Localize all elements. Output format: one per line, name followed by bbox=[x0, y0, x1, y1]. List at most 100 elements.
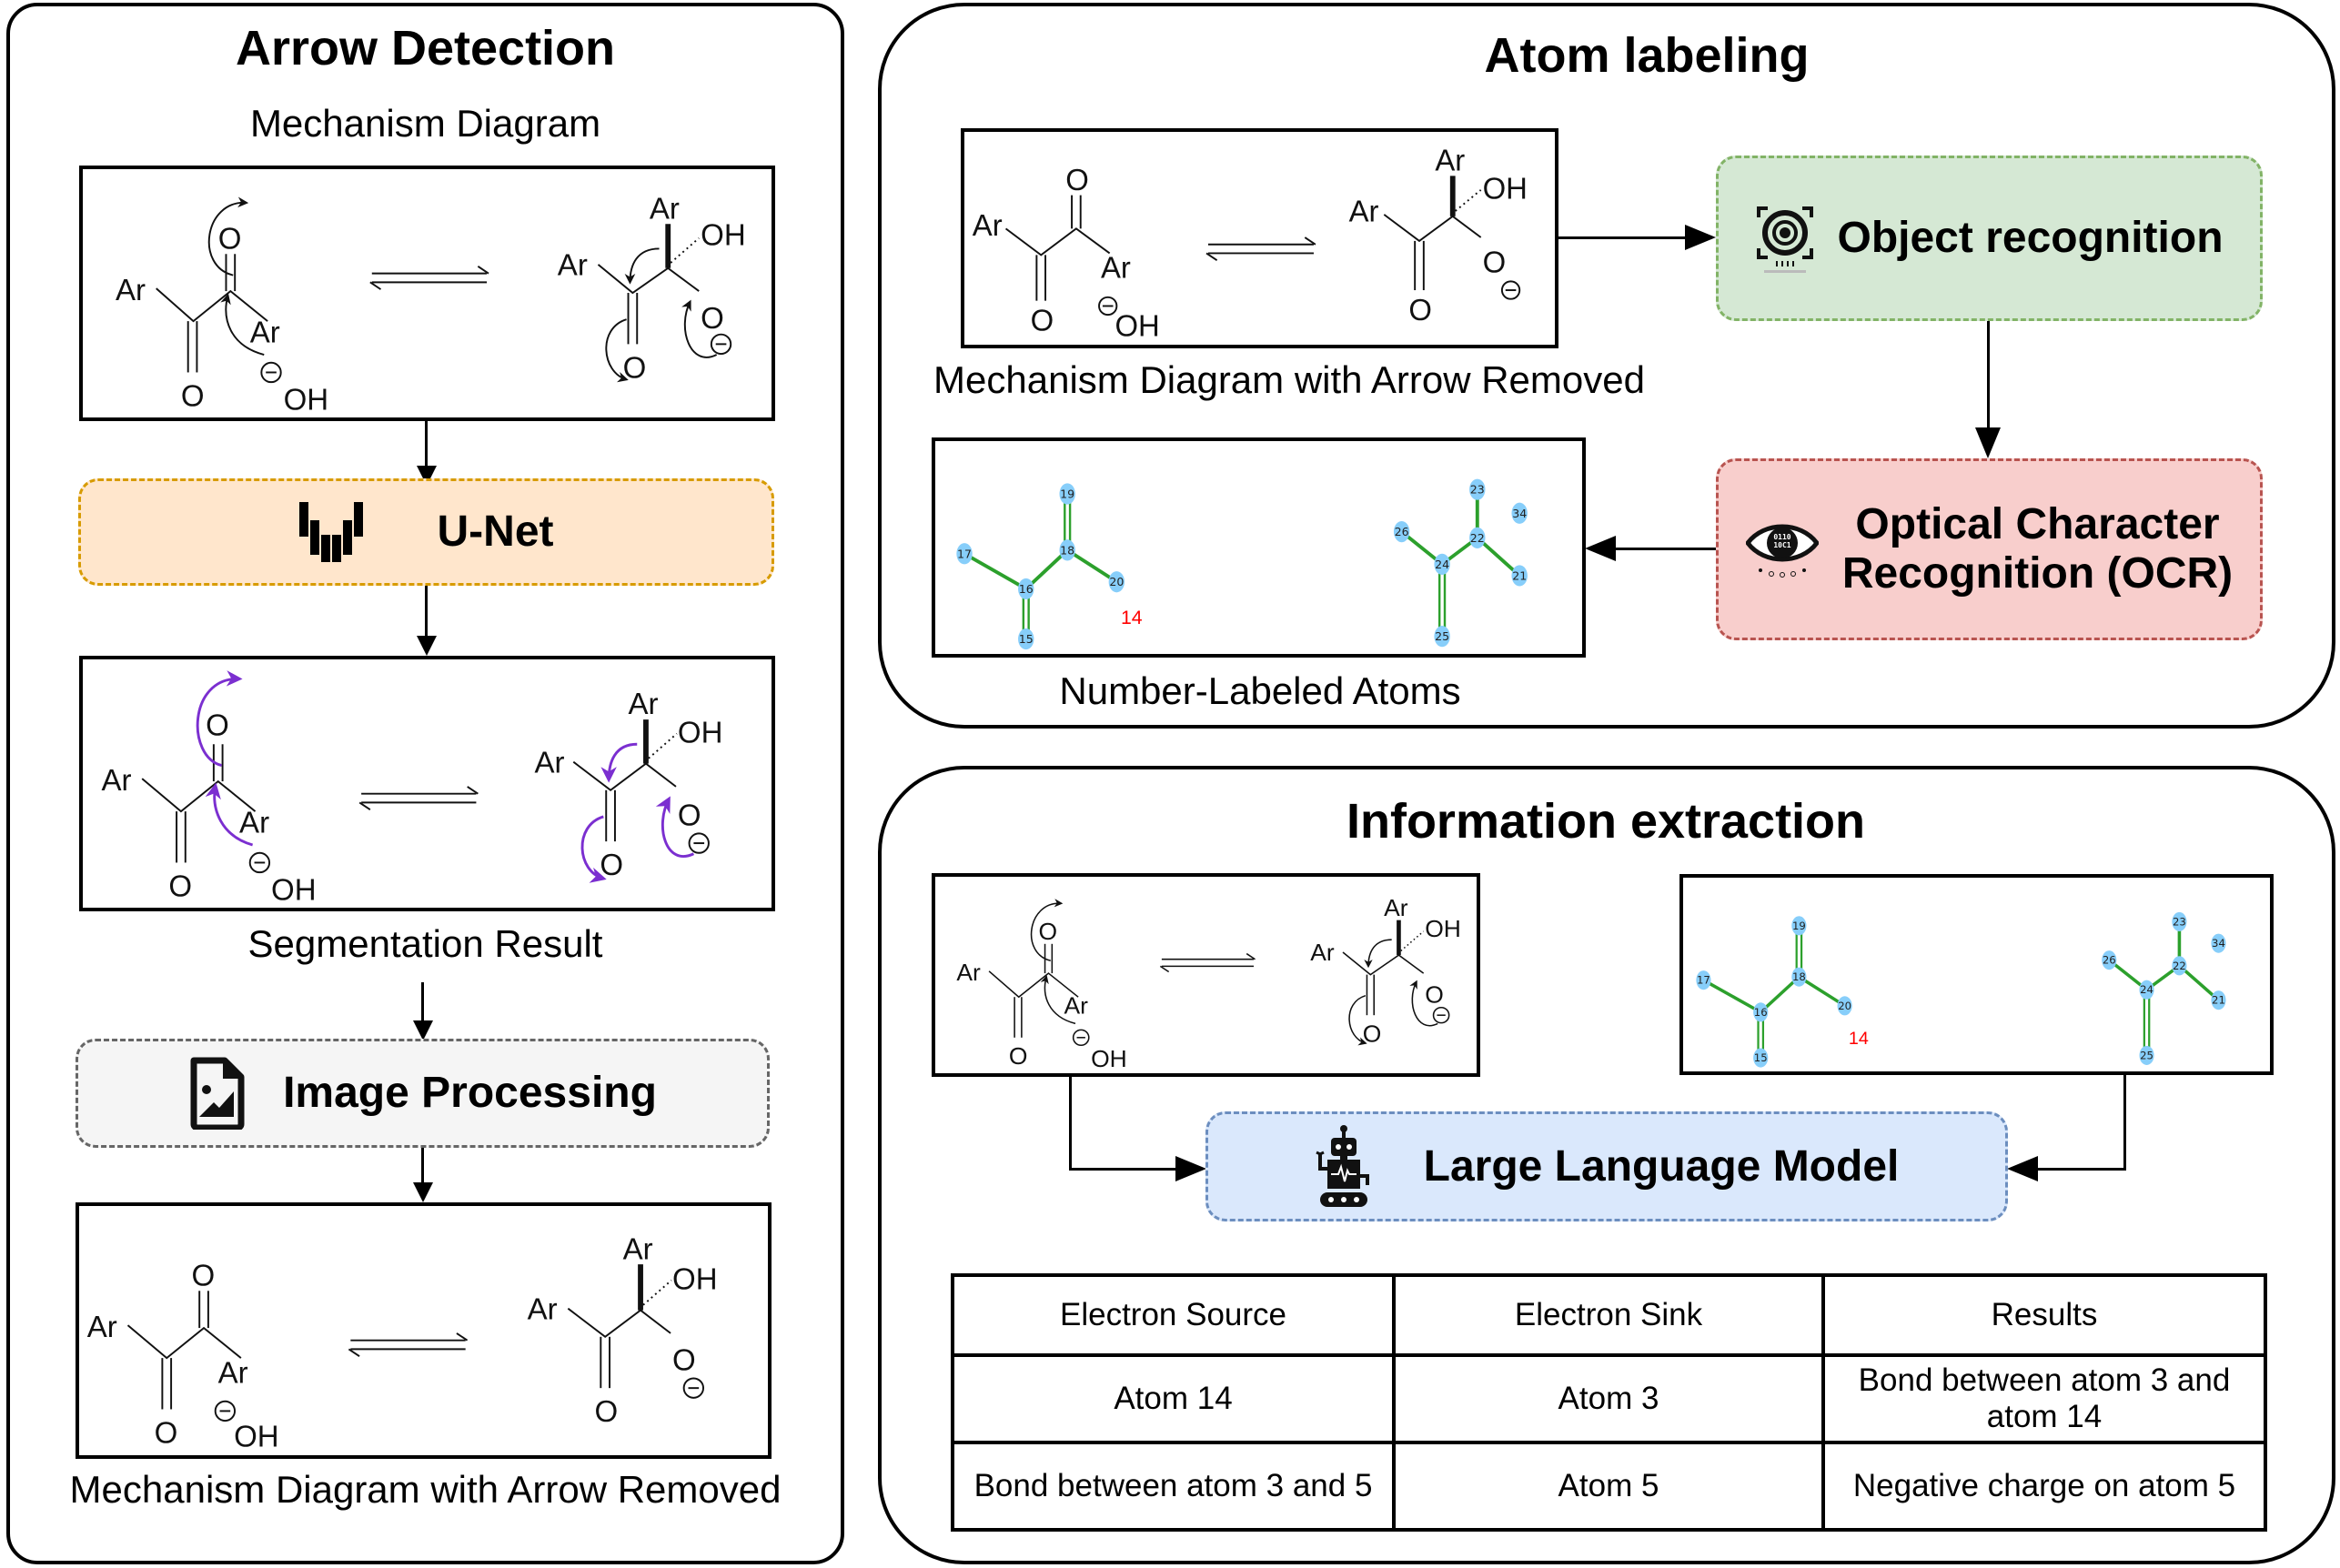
arrow-right-icon bbox=[1175, 1156, 1206, 1181]
oh-label: OH bbox=[271, 872, 317, 906]
atom-label: 15 bbox=[1754, 1051, 1768, 1064]
mechanism-diagram-image: Ar O O Ar OH Ar O A bbox=[79, 166, 775, 421]
oh-label: OH bbox=[284, 382, 329, 416]
atom-node bbox=[1696, 970, 1711, 990]
connector-line bbox=[1069, 1168, 1178, 1171]
atom-label: 23 bbox=[2173, 915, 2186, 928]
atom-node bbox=[1059, 483, 1075, 505]
object-recognition-step[interactable]: Object recognition bbox=[1716, 156, 2263, 321]
atom-node bbox=[2172, 911, 2187, 931]
atom-label: 24 bbox=[2140, 983, 2153, 996]
llm-label: Large Language Model bbox=[1423, 1141, 1900, 1191]
arrow-down-icon bbox=[413, 1182, 433, 1202]
binary-eye-icon: 0110 10C1 bbox=[1745, 519, 1819, 579]
single-bond bbox=[1066, 548, 1118, 584]
ar-label: Ar bbox=[87, 1310, 117, 1343]
o-label: O bbox=[1425, 981, 1444, 1009]
llm-step[interactable]: Large Language Model bbox=[1205, 1111, 2008, 1221]
mechanism-thumb-svg: Ar O O Ar OH Ar O A bbox=[956, 894, 1461, 1072]
atom-node bbox=[1059, 539, 1075, 561]
atom-label: 19 bbox=[1792, 920, 1806, 932]
atom-label: 20 bbox=[1109, 575, 1124, 588]
ocr-step[interactable]: 0110 10C1 Optical Character Recognition … bbox=[1716, 458, 2263, 640]
table-header-row: Electron Source Electron Sink Results bbox=[951, 1273, 2267, 1357]
ar-label: Ar bbox=[528, 1292, 558, 1325]
segmentation-result-image: Ar O O Ar OH Ar O A bbox=[79, 656, 775, 911]
atom-node bbox=[1018, 578, 1034, 600]
mechanism-diagram-thumbnail: Ar O O Ar OH Ar O A bbox=[932, 873, 1480, 1077]
ar-label: Ar bbox=[116, 273, 146, 307]
object-recognition-label: Object recognition bbox=[1837, 214, 2224, 263]
table-cell: Bond between atom 3 and atom 14 bbox=[1821, 1353, 2267, 1444]
table-cell: Negative charge on atom 5 bbox=[1821, 1441, 2267, 1532]
ar-label: Ar bbox=[650, 191, 680, 225]
atom-label: 21 bbox=[2212, 994, 2225, 1007]
arrow-down-icon bbox=[1975, 427, 2001, 458]
robot-icon bbox=[1315, 1124, 1373, 1209]
connector-line bbox=[1987, 321, 1990, 430]
table-cell: Atom 5 bbox=[1392, 1441, 1825, 1532]
mechanism-svg: Ar O O Ar OH Ar O A bbox=[116, 191, 746, 416]
atom-node bbox=[1511, 565, 1528, 587]
atom-node bbox=[2139, 980, 2154, 1000]
atom-labeling-input-image: Ar O O Ar OH Ar O Ar bbox=[961, 128, 1558, 348]
o-label: O bbox=[1483, 246, 1507, 279]
ar-label: Ar bbox=[101, 763, 131, 797]
image-processing-step[interactable]: Image Processing bbox=[76, 1039, 770, 1148]
atom-node bbox=[1791, 967, 1807, 987]
ar-label: Ar bbox=[250, 315, 280, 348]
connector-line bbox=[421, 1148, 424, 1193]
o-label: O bbox=[191, 1258, 215, 1292]
atom-node bbox=[2102, 950, 2117, 970]
table-header-cell: Electron Source bbox=[951, 1273, 1396, 1357]
ar-label: Ar bbox=[218, 1355, 248, 1389]
o-label: O bbox=[206, 709, 229, 742]
connector-line bbox=[425, 586, 428, 640]
atom-label: 17 bbox=[957, 547, 972, 560]
oh-label: OH bbox=[1425, 915, 1461, 942]
atom-label: 18 bbox=[1060, 543, 1074, 557]
single-bond bbox=[1798, 975, 1846, 1008]
atom-node bbox=[1791, 916, 1807, 936]
connector-line bbox=[1069, 1077, 1072, 1170]
ar-label: Ar bbox=[1064, 992, 1089, 1020]
mechanism-diagram-caption: Mechanism Diagram bbox=[249, 102, 601, 145]
atom-node bbox=[1393, 520, 1410, 543]
atom-label: 16 bbox=[1754, 1006, 1768, 1019]
connector-line bbox=[421, 982, 424, 1032]
arrow-left-icon bbox=[2007, 1156, 2038, 1181]
o-label: O bbox=[1363, 1020, 1382, 1048]
o-label: O bbox=[218, 221, 242, 255]
o-label: O bbox=[595, 1394, 619, 1428]
o-label: O bbox=[701, 301, 724, 335]
atom-node bbox=[2172, 956, 2187, 976]
svg-text:0110: 0110 bbox=[1773, 533, 1790, 541]
atom-label: 15 bbox=[1019, 632, 1034, 646]
o-label: O bbox=[1009, 1042, 1028, 1070]
atom-label: 26 bbox=[1395, 525, 1409, 538]
atom-label: 16 bbox=[1019, 582, 1034, 596]
oh-label: OH bbox=[701, 218, 746, 252]
atom-node bbox=[1108, 571, 1125, 593]
unet-step[interactable]: U-Net bbox=[78, 478, 774, 586]
atom-label: 34 bbox=[2212, 937, 2225, 950]
o-label: O bbox=[155, 1415, 178, 1449]
arrow-down-icon bbox=[417, 636, 437, 656]
ar-label: Ar bbox=[623, 1231, 653, 1265]
atom-label: 23 bbox=[1470, 483, 1485, 497]
table-cell: Atom 3 bbox=[1392, 1353, 1825, 1444]
atom-node bbox=[2139, 1045, 2154, 1065]
atom-label: 22 bbox=[1470, 531, 1485, 545]
atom-node bbox=[1434, 626, 1450, 648]
atom-label: 18 bbox=[1792, 970, 1806, 983]
unet-label: U-Net bbox=[437, 508, 554, 557]
atom-label: 21 bbox=[1512, 568, 1527, 582]
single-bond bbox=[1024, 548, 1069, 590]
image-file-icon bbox=[188, 1057, 247, 1130]
highlighted-atom-label: 14 bbox=[1121, 607, 1143, 628]
arrow-left-icon bbox=[1585, 536, 1616, 561]
single-bond bbox=[1702, 979, 1762, 1014]
number-labeled-atoms-caption: Number-Labeled Atoms bbox=[1059, 669, 1461, 712]
